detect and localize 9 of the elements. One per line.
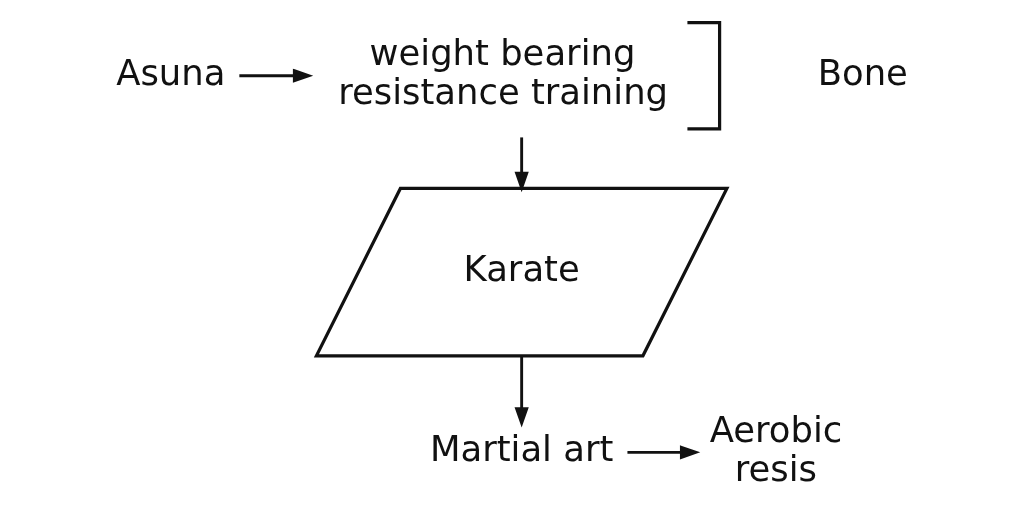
- node-text: weight bearing resistance training: [338, 32, 669, 113]
- arrow: [239, 68, 314, 83]
- arrow: [514, 356, 529, 428]
- label: Bone: [817, 51, 908, 93]
- arrow: [514, 137, 529, 193]
- node-text: Aerobic resis: [709, 409, 843, 489]
- arrow: [627, 445, 701, 460]
- node-text: Asuna: [116, 51, 226, 93]
- node-text: Martial art: [429, 428, 614, 470]
